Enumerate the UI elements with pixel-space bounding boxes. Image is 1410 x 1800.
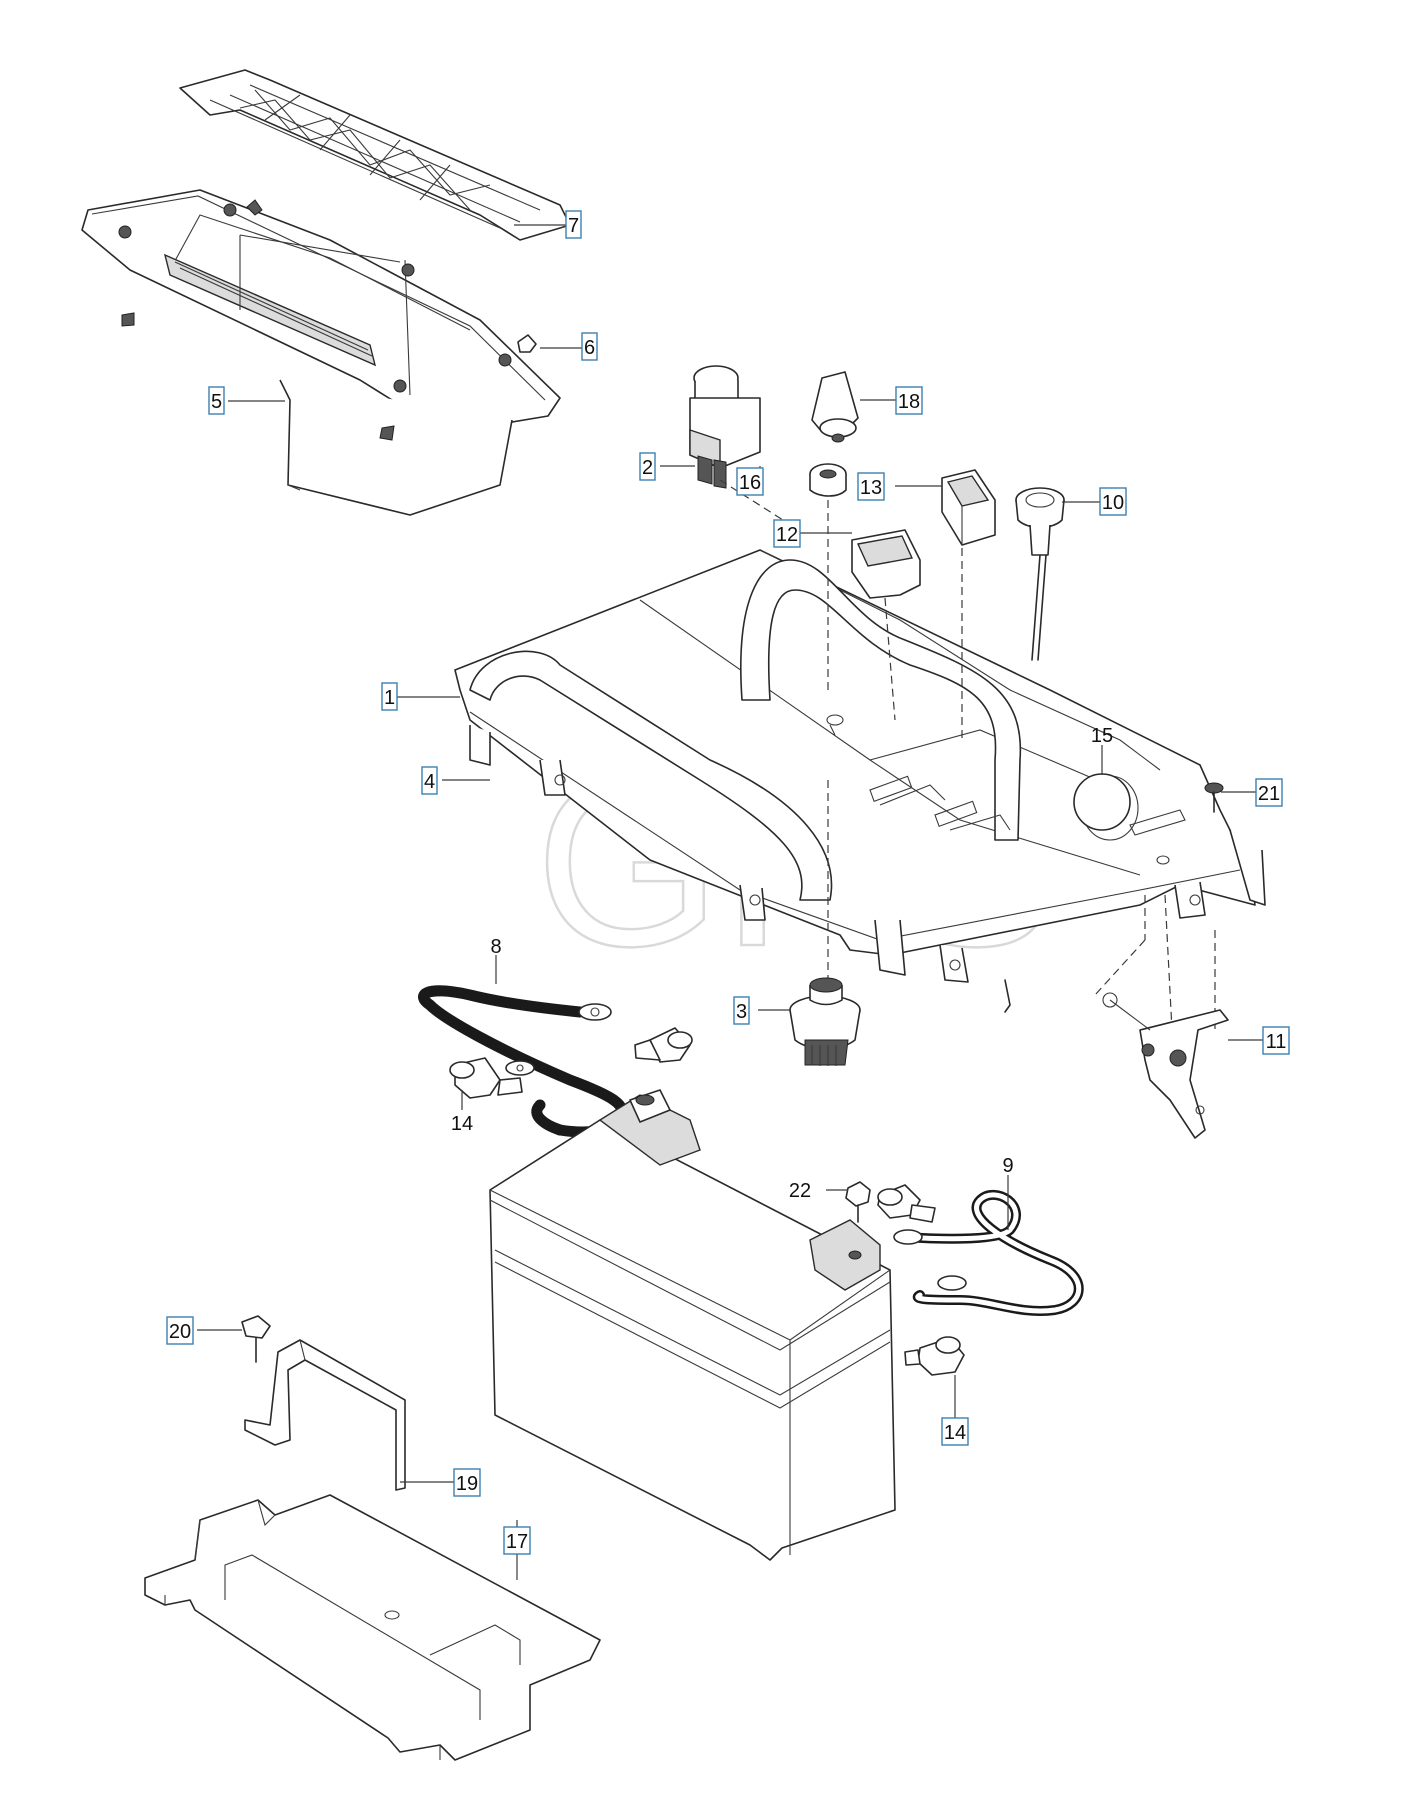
callout-6: 6 (581, 332, 598, 361)
callout-7: 7 (565, 210, 582, 239)
part-14-boot-d (877, 1184, 936, 1223)
part-13-switch (941, 469, 996, 546)
svg-text:8: 8 (490, 936, 501, 958)
svg-text:18: 18 (898, 391, 920, 413)
callout-21: 21 (1255, 778, 1283, 807)
part-16-nut (809, 463, 847, 497)
cable-end (1004, 979, 1011, 1013)
callout-18: 18 (895, 386, 923, 415)
part-21-screw (1204, 782, 1224, 813)
callout-2: 2 (639, 452, 656, 481)
part-1-frame (454, 549, 1266, 983)
part-8-cable (418, 985, 628, 1138)
callout-10: 10 (1099, 487, 1127, 516)
part-11-bracket (1102, 992, 1229, 1139)
part-17-tray (144, 1494, 601, 1761)
part-14-boot-c (634, 1027, 693, 1063)
callout-5: 5 (208, 386, 225, 415)
svg-text:5: 5 (211, 391, 222, 413)
svg-text:14: 14 (451, 1113, 473, 1135)
callout-20: 20 (166, 1316, 194, 1345)
callout-14b: 14 (941, 1417, 969, 1446)
callout-14a: 14 (451, 1113, 473, 1135)
part-22-bolt (845, 1181, 871, 1223)
svg-text:2: 2 (642, 457, 653, 479)
callout-9: 9 (1002, 1155, 1013, 1177)
svg-text:15: 15 (1091, 725, 1113, 747)
part-3-ignition (789, 977, 861, 1066)
svg-text:4: 4 (424, 771, 435, 793)
svg-text:9: 9 (1002, 1155, 1013, 1177)
callout-19: 19 (453, 1468, 481, 1497)
alignment-lines (719, 479, 1216, 1031)
part-14-boot-b (904, 1336, 965, 1376)
part-5-tray (81, 189, 561, 516)
svg-text:21: 21 (1258, 783, 1280, 805)
svg-text:14: 14 (944, 1422, 966, 1444)
callout-1: 1 (381, 682, 398, 711)
leader-lines (197, 224, 1265, 1580)
callout-11: 11 (1262, 1026, 1290, 1055)
part-2-switch (689, 365, 761, 489)
part-20-pin (241, 1315, 271, 1363)
callout-3: 3 (733, 996, 750, 1025)
part-9-cable (893, 1189, 1084, 1316)
callout-12: 12 (773, 519, 801, 548)
part-6-clip (517, 334, 537, 353)
svg-text:6: 6 (584, 337, 595, 359)
part-10-grommet (1015, 487, 1065, 661)
part-4-battery (489, 1089, 896, 1561)
svg-text:1: 1 (384, 687, 395, 709)
callout-8: 8 (490, 936, 501, 958)
svg-text:11: 11 (1266, 1031, 1287, 1053)
part-15-plug (1073, 773, 1131, 831)
callout-16: 16 (736, 467, 764, 496)
svg-text:22: 22 (789, 1180, 811, 1202)
part-19-bracket (244, 1339, 406, 1491)
part-12-socket (851, 529, 921, 599)
svg-text:20: 20 (169, 1321, 191, 1343)
svg-text:3: 3 (736, 1001, 747, 1023)
svg-text:10: 10 (1102, 492, 1124, 514)
callout-15: 15 (1091, 725, 1113, 747)
callout-22: 22 (789, 1180, 811, 1202)
svg-text:7: 7 (568, 215, 579, 237)
part-18-key (811, 371, 859, 443)
svg-text:17: 17 (506, 1531, 528, 1553)
part-7-grille (179, 69, 571, 241)
callout-4: 4 (421, 766, 438, 795)
svg-text:16: 16 (739, 472, 761, 494)
callout-13: 13 (857, 472, 885, 501)
svg-text:12: 12 (776, 524, 798, 546)
svg-text:13: 13 (860, 477, 882, 499)
callout-17: 17 (503, 1526, 531, 1555)
part-14-boot-a (449, 1057, 523, 1099)
svg-text:19: 19 (456, 1473, 478, 1495)
